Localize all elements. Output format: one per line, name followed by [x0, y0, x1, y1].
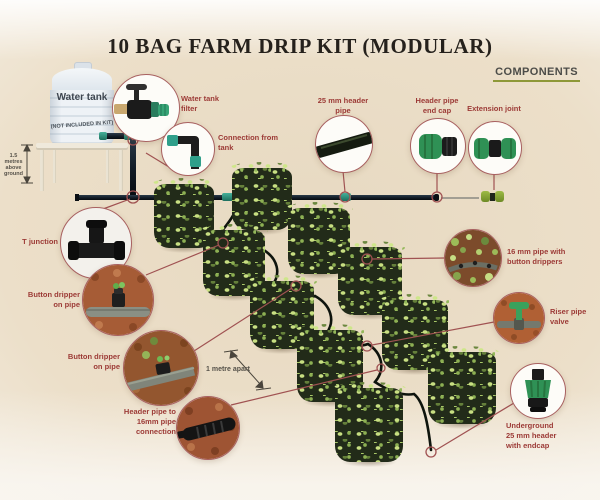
arrowhead-icon: [23, 176, 31, 185]
pipe-coupling: [222, 193, 233, 201]
connection-ring: [290, 280, 302, 292]
leader-line: [342, 170, 346, 193]
t-junction-photo: [68, 220, 125, 260]
table-leg: [40, 150, 44, 191]
leader-line: [371, 257, 446, 260]
connection-ring: [425, 446, 437, 458]
table-top: [36, 143, 128, 150]
table-leg: [119, 150, 123, 191]
button-dripper-1-callout: [82, 264, 154, 336]
connection-from-tank-photo: [167, 135, 201, 169]
bag-spacing-note: 1 metre apart: [206, 366, 250, 373]
leader-line: [145, 244, 220, 276]
end-cap-label: Header pipe end cap: [415, 96, 459, 115]
header-to-16mm-callout: [176, 396, 240, 460]
extension-joint-fitting: [495, 191, 504, 202]
connection-from-tank-label: Connection from tank: [218, 133, 278, 152]
connection-ring: [361, 340, 373, 352]
tank-label: Water tank: [56, 92, 108, 103]
header-pipe: [78, 195, 437, 200]
dimension-tick: [223, 349, 239, 353]
leader-line: [371, 321, 495, 346]
grow-bag: [198, 224, 270, 303]
grow-bag: [329, 382, 409, 469]
button-dripper-2-label: Button dripper on pipe: [67, 352, 120, 371]
header-pipe-label: 25 mm header pipe: [317, 96, 369, 115]
grow-bag: [149, 178, 219, 255]
dimension-tick: [255, 387, 272, 391]
end-cap-photo: [419, 134, 457, 159]
extension-joint-fitting: [490, 193, 495, 201]
water-tank-filter-label: Water tank filter: [181, 94, 220, 113]
button-dripper-2-callout: [123, 330, 199, 406]
button-dripper-2-photo: [124, 331, 198, 405]
button-dripper-1-photo: [83, 265, 153, 335]
down-pipe: [130, 135, 136, 197]
riser-valve-label: Riser pipe valve: [550, 307, 587, 326]
riser-valve-callout: [493, 292, 545, 344]
end-cap-callout: [410, 118, 466, 174]
grow-bag: [332, 241, 408, 322]
header-pipe-end-cap-fitting: [434, 194, 439, 201]
connection-from-tank-callout: [161, 122, 215, 176]
pipe-16mm-label: 16 mm pipe with button drippers: [507, 247, 566, 266]
table-leg: [53, 150, 56, 183]
pipe-16mm-callout: [444, 229, 502, 287]
arrowhead-icon: [254, 379, 264, 389]
header-pipe-callout: [315, 115, 373, 173]
tank-height-note: 1.5 metres above ground: [4, 153, 23, 177]
t-junction-callout: [60, 207, 132, 279]
extension-joint-callout: [468, 121, 522, 175]
extension-line: [441, 197, 479, 199]
header-to-16mm-photo: [177, 397, 239, 459]
grow-bag: [422, 346, 502, 431]
16mm-lateral-pipe: [215, 197, 433, 452]
water-tank-filter-photo: [114, 84, 169, 119]
components-heading: COMPONENTS: [493, 66, 580, 82]
tank-outlet-pipe: [101, 133, 133, 139]
header-pipe-left-end: [75, 194, 79, 201]
page-title: 10 BAG FARM DRIP KIT (MODULAR): [107, 34, 493, 58]
tank-dome: [52, 68, 112, 92]
header-pipe-photo: [316, 132, 372, 158]
grow-bag: [291, 324, 369, 409]
connection-ring: [376, 363, 386, 373]
grow-bag: [283, 202, 355, 281]
connection-ring: [361, 253, 373, 265]
leader-line: [230, 369, 378, 406]
leader-line: [435, 402, 515, 451]
arrowhead-icon: [229, 350, 239, 359]
grow-bag: [376, 294, 454, 377]
grow-bag: [244, 275, 320, 356]
table-leg: [106, 150, 109, 183]
leader-line: [193, 287, 293, 352]
arrowhead-icon: [23, 143, 31, 152]
t-junction-label: T junction: [22, 237, 58, 246]
pipe-coupling: [99, 132, 107, 140]
underground-header-photo: [525, 369, 551, 412]
leader-line: [102, 198, 131, 210]
pipe-coupling: [340, 193, 351, 201]
underground-header-callout: [510, 363, 566, 419]
extension-joint-fitting: [481, 191, 490, 202]
connection-ring: [217, 237, 229, 249]
pipe-16mm-photo: [445, 230, 501, 286]
header-to-16mm-label: Header pipe to 16mm pipe connection: [123, 407, 176, 436]
button-dripper-1-label: Button dripper on pipe: [27, 290, 80, 309]
extension-joint-photo: [474, 138, 516, 159]
extension-joint-label: Extension joint: [467, 104, 521, 113]
riser-valve-photo: [494, 293, 544, 343]
underground-header-label: Underground 25 mm header with endcap: [506, 421, 557, 450]
